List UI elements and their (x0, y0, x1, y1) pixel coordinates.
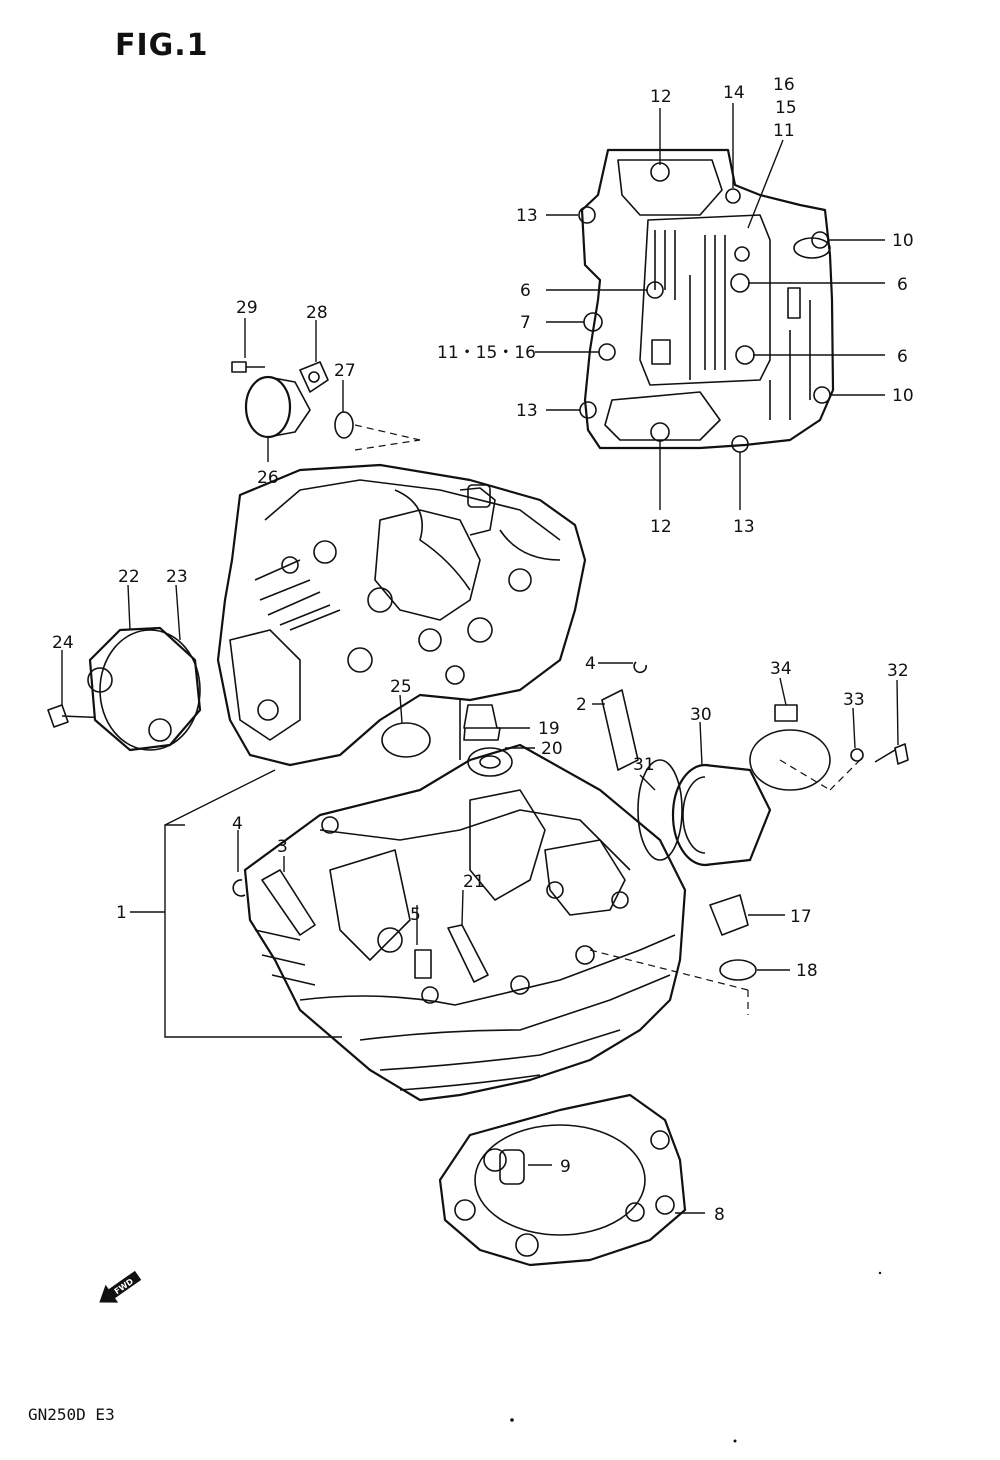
callout-3: 3 (277, 837, 288, 857)
callout-18: 18 (796, 961, 818, 981)
callout-24: 24 (52, 633, 74, 653)
callout-30: 30 (690, 705, 712, 725)
callout-27: 27 (334, 361, 356, 381)
callout-10-a: 10 (892, 231, 914, 251)
callout-numbers: 12 14 16 15 11 13 10 6 6 7 11・15・16 6 13… (52, 75, 914, 1225)
callout-6-b: 6 (897, 275, 908, 295)
small-parts (47, 361, 909, 983)
callout-16: 16 (773, 75, 795, 95)
callout-14: 14 (723, 83, 745, 103)
callout-33: 33 (843, 690, 865, 710)
head-cover-gasket (578, 148, 835, 453)
callout-21: 21 (463, 872, 485, 892)
callout-19: 19 (538, 719, 560, 739)
callout-6-a: 6 (520, 281, 531, 301)
callout-11-15-16: 11・15・16 (437, 343, 536, 363)
callout-34: 34 (770, 659, 792, 679)
cylinder-head-gasket (438, 1093, 687, 1267)
callout-6-c: 6 (897, 347, 908, 367)
callout-17: 17 (790, 907, 812, 927)
forward-arrow-icon: FWD (99, 1270, 142, 1303)
callout-13-a: 13 (516, 206, 538, 226)
callout-4-a: 4 (585, 654, 596, 674)
callout-31: 31 (633, 755, 655, 775)
model-code: GN250D E3 (28, 1405, 115, 1424)
callout-25: 25 (390, 677, 412, 697)
callout-10-b: 10 (892, 386, 914, 406)
callout-13-c: 13 (733, 517, 755, 537)
cylinder-head (243, 700, 687, 1102)
callout-22: 22 (118, 567, 140, 587)
callout-13-b: 13 (516, 401, 538, 421)
callout-4-b: 4 (232, 814, 243, 834)
callout-2: 2 (576, 695, 587, 715)
callout-9: 9 (560, 1157, 571, 1177)
callout-28: 28 (306, 303, 328, 323)
intake-pipe (637, 704, 831, 867)
callout-15: 15 (775, 98, 797, 118)
callout-11: 11 (773, 121, 795, 141)
callout-12-top: 12 (650, 87, 672, 107)
callout-26: 26 (257, 468, 279, 488)
callout-23: 23 (166, 567, 188, 587)
cylinder-head-cover (216, 463, 587, 767)
callout-8: 8 (714, 1205, 725, 1225)
callout-32: 32 (887, 661, 909, 681)
leader-lines (61, 103, 899, 1214)
callout-1: 1 (116, 903, 127, 923)
callout-20: 20 (541, 739, 563, 759)
callout-7: 7 (520, 313, 531, 333)
callout-12-bottom: 12 (650, 517, 672, 537)
figure-title: FIG.1 (115, 28, 209, 63)
callout-5: 5 (410, 905, 421, 925)
callout-29: 29 (236, 298, 258, 318)
